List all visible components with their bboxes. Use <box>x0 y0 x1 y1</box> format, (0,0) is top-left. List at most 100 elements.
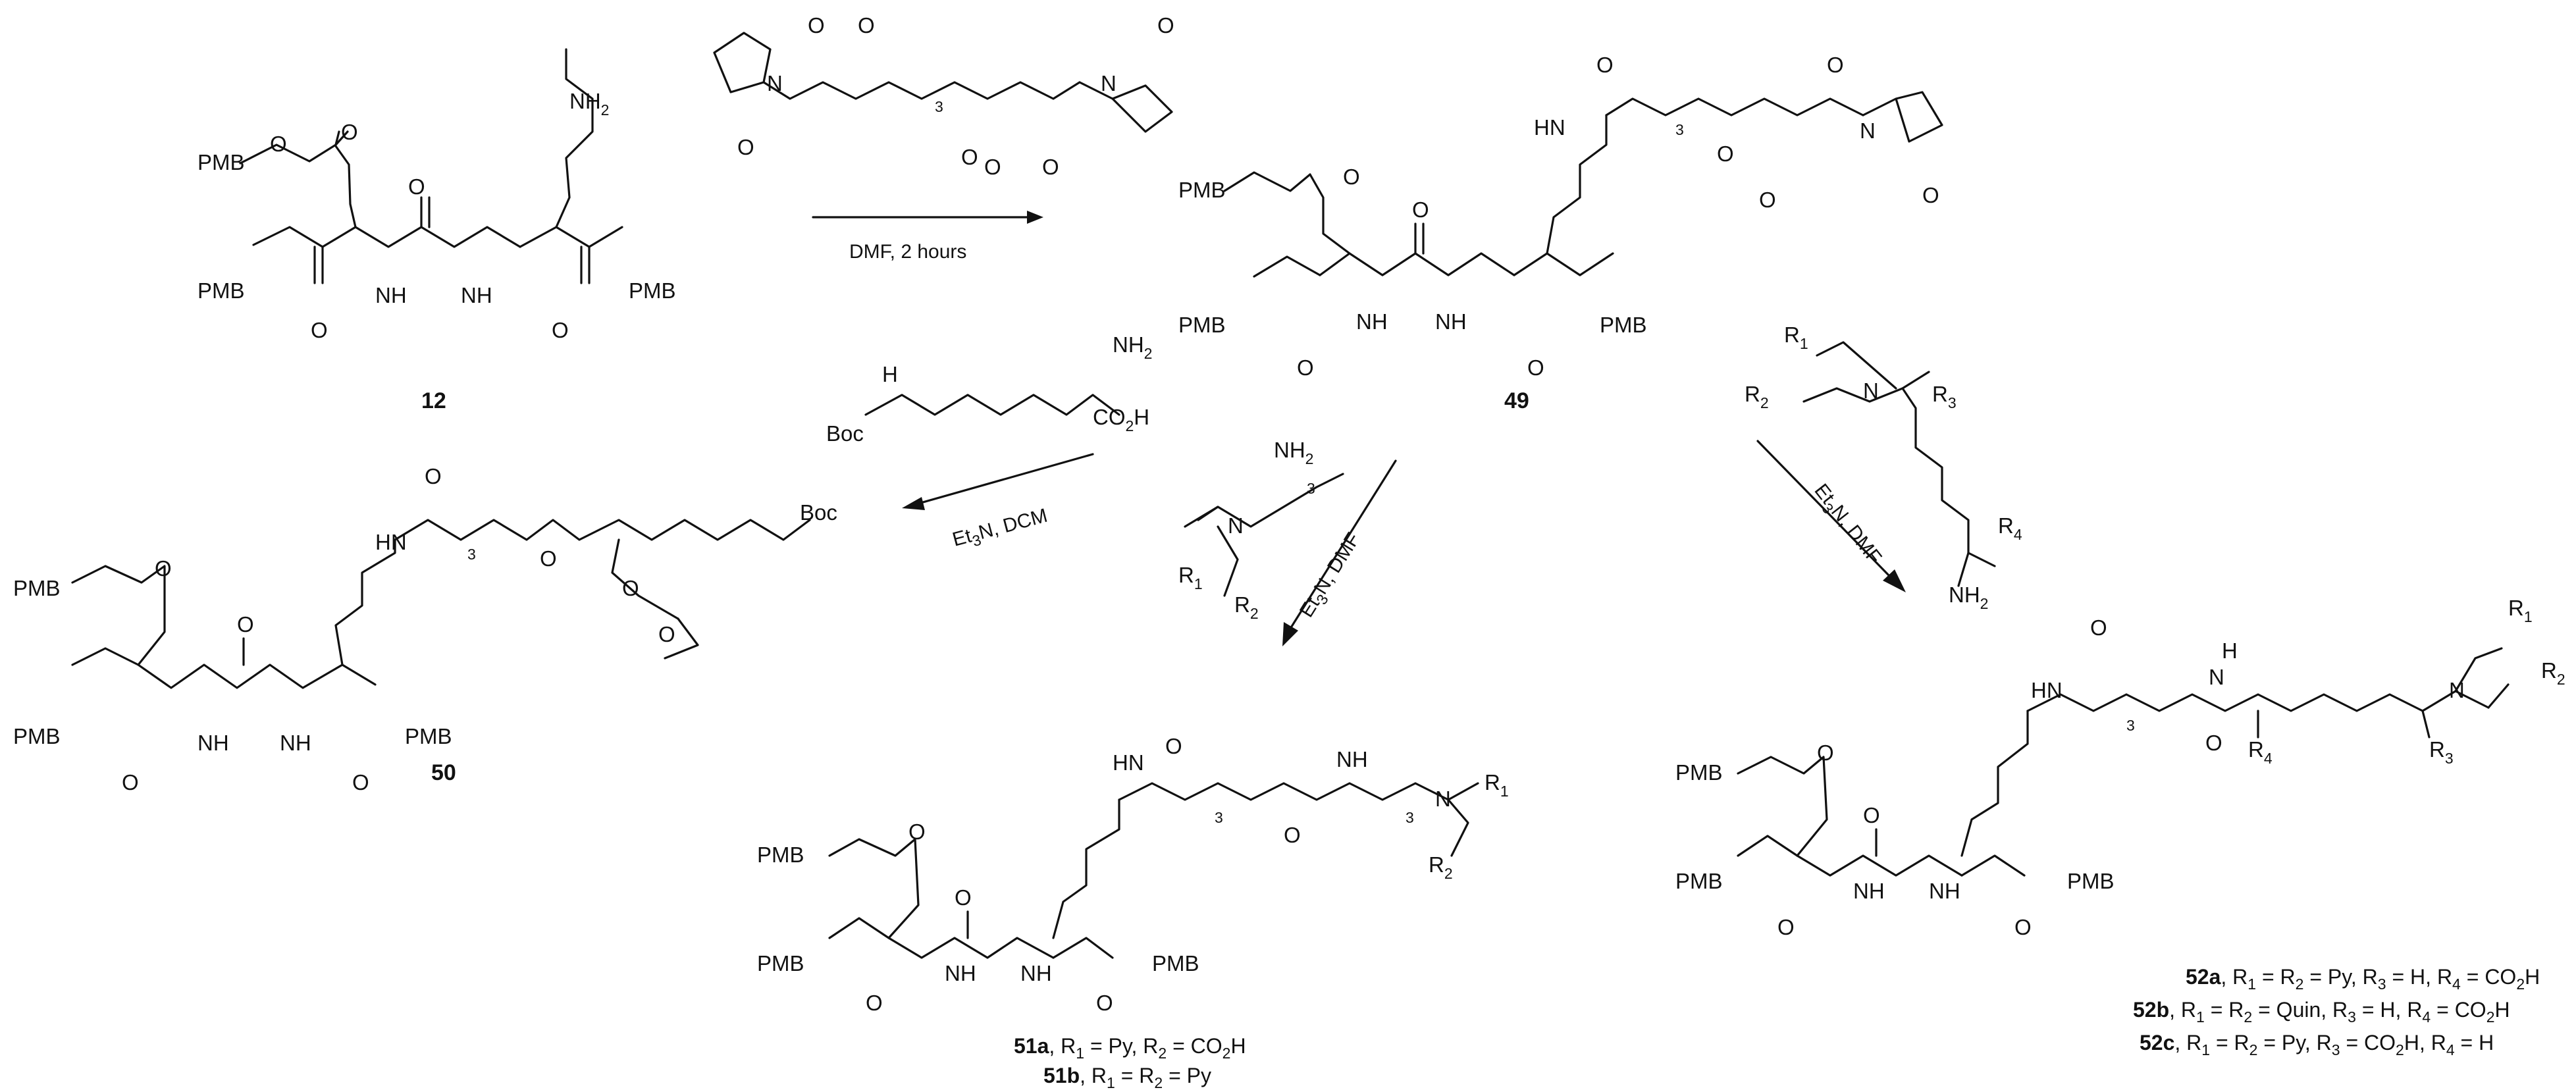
pmb-label: PMB <box>2067 869 2115 893</box>
reagent-dss: O O O O O O O N N 3 <box>713 13 1174 179</box>
legend-52a: 52a, R1 = R2 = Py, R3 = H, R4 = CO2H <box>2186 965 2540 993</box>
o-label: O <box>658 622 675 646</box>
o-label: O <box>155 556 172 581</box>
repeat-subscript: 3 <box>467 546 476 563</box>
nh-label: NH <box>197 731 229 755</box>
n-label: N <box>1860 118 1876 143</box>
r-label: R1 <box>1485 770 1509 800</box>
pmb-label: PMB <box>405 724 452 748</box>
o-label: O <box>1863 803 1880 827</box>
r-label: R1 <box>1784 323 1808 352</box>
o-label: O <box>1042 155 1059 179</box>
o-label: O <box>1922 183 1939 207</box>
r-label: R4 <box>2248 737 2273 767</box>
reaction-arrow-4: Et3N, DMF <box>1756 440 1906 592</box>
o-label: O <box>1817 741 1834 765</box>
r-label: R2 <box>1745 382 1769 411</box>
nh-label: NH <box>375 283 407 307</box>
pmb-label: PMB <box>13 724 61 748</box>
nh2-label: NH2 <box>1949 583 1988 612</box>
nh-label: NH <box>1929 879 1960 903</box>
reagent-amine: NH2 N R1 R2 3 <box>1178 438 1344 622</box>
repeat-subscript: 3 <box>2126 717 2135 734</box>
o-label: O <box>1284 823 1301 847</box>
o-label: O <box>1596 53 1614 77</box>
reagent-diamine-right: R1 R2 N R3 R4 NH2 <box>1745 323 2022 612</box>
repeat-subscript: 3 <box>935 98 943 115</box>
reagent-boc-lysine: H Boc NH2 CO2H <box>826 332 1152 446</box>
reaction-arrow-1: DMF, 2 hours <box>812 211 1043 263</box>
n-label: N <box>767 71 783 95</box>
nh-label: NH <box>461 283 492 307</box>
o-label: O <box>1157 13 1174 38</box>
o-label: O <box>552 318 569 342</box>
n-label: N <box>1101 71 1117 95</box>
pmb-label: PMB <box>1152 951 1199 975</box>
o-label: O <box>737 135 754 159</box>
pmb-label: PMB <box>1675 869 1723 893</box>
n-label: N <box>2449 678 2465 702</box>
structure-49: PMB PMB PMB O O O O O O O O O NH NH HN N… <box>1178 53 1943 413</box>
structure-12: PMB PMB PMB O O O O O NH NH NH2 12 <box>197 48 676 413</box>
structure-51: PMB PMB PMB O O O O O O NH NH HN NH N R1… <box>757 734 1509 1091</box>
n-label: N <box>1863 378 1879 403</box>
compound-label-12: 12 <box>421 388 446 413</box>
o-label: O <box>622 576 639 600</box>
pmb-label: PMB <box>197 150 245 174</box>
compound-label-49: 49 <box>1504 388 1529 413</box>
structure-50: PMB PMB PMB O O O O O O O O NH NH HN Boc… <box>13 464 837 794</box>
o-label: O <box>866 991 883 1015</box>
o-label: O <box>1827 53 1844 77</box>
o-label: O <box>1777 915 1795 939</box>
pmb-label: PMB <box>1178 178 1226 202</box>
pmb-label: PMB <box>757 843 804 867</box>
o-label: O <box>984 155 1001 179</box>
nh-label: H <box>882 362 898 386</box>
o-label: O <box>1297 355 1314 380</box>
o-label: O <box>1759 188 1776 212</box>
pmb-label: PMB <box>629 278 676 303</box>
repeat-subscript: 3 <box>1307 480 1315 497</box>
r-label: R4 <box>1998 513 2022 543</box>
o-label: O <box>1343 165 1360 189</box>
nh-label: NH <box>280 731 311 755</box>
condition-step2: Et3N, DCM <box>950 505 1051 555</box>
pmb-label: PMB <box>1178 313 1226 337</box>
o-label: O <box>2205 731 2222 755</box>
boc-label: Boc <box>800 500 837 525</box>
pmb-label: PMB <box>757 951 804 975</box>
hn-label: HN <box>2031 678 2063 702</box>
o-label: O <box>858 13 875 38</box>
nh-label: NH <box>1435 309 1467 334</box>
repeat-subscript: 3 <box>1675 121 1684 138</box>
o-label: O <box>540 546 557 571</box>
o-label: O <box>1096 991 1113 1015</box>
r-label: R2 <box>1234 592 1259 622</box>
nh-label: NH <box>945 961 976 985</box>
nh2-label: NH2 <box>1113 332 1152 362</box>
pmb-label: PMB <box>1675 760 1723 785</box>
compound-label-50: 50 <box>431 760 456 785</box>
o-label: O <box>270 132 287 156</box>
legend-52c: 52c, R1 = R2 = Py, R3 = CO2H, R4 = H <box>2140 1031 2494 1058</box>
pmb-label: PMB <box>13 576 61 600</box>
o-label: O <box>408 174 425 199</box>
legend-51a: 51a, R1 = Py, R2 = CO2H <box>1014 1034 1246 1062</box>
reaction-arrow-3: Et3N, DMF <box>1282 459 1397 646</box>
o-label: O <box>1412 197 1429 222</box>
repeat-subscript: 3 <box>1215 809 1223 826</box>
n-label: N <box>2209 665 2224 689</box>
hn-label: HN <box>1113 750 1144 775</box>
condition-step4: Et3N, DMF <box>1807 480 1886 571</box>
legend-52b: 52b, R1 = R2 = Quin, R3 = H, R4 = CO2H <box>2133 998 2510 1026</box>
boc-label: Boc <box>826 421 864 446</box>
o-label: O <box>2090 615 2107 640</box>
nh-label: H <box>2222 638 2238 663</box>
o-label: O <box>961 145 978 169</box>
nh-label: NH <box>1853 879 1885 903</box>
hn-label: HN <box>1534 115 1565 140</box>
legend-51b: 51b, R1 = R2 = Py <box>1043 1064 1211 1091</box>
r-label: R2 <box>1429 852 1453 882</box>
n-label: N <box>1228 513 1244 538</box>
